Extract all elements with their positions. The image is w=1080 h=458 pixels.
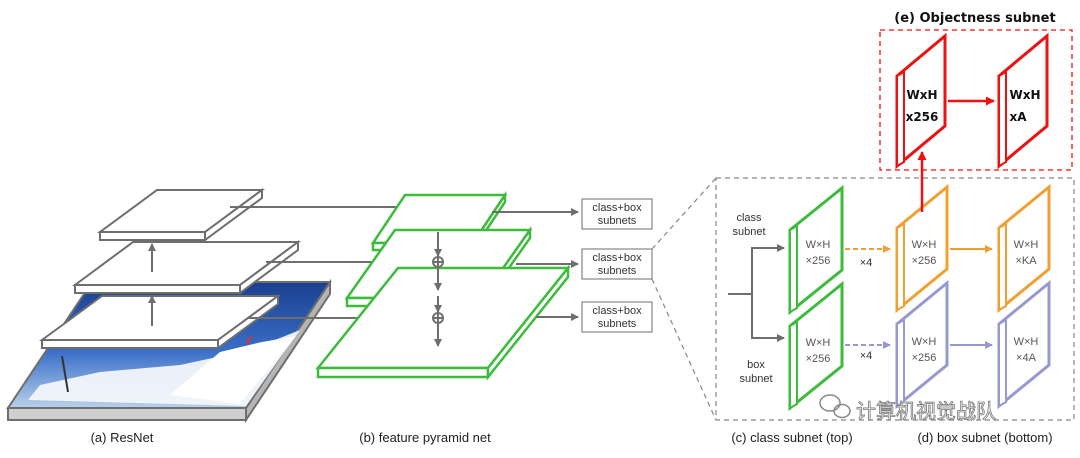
red-pole [245, 335, 253, 345]
box-mid-map-wh: W×H [912, 336, 937, 348]
objectness-out-wh: WxH [1009, 88, 1040, 102]
objectness-title: (e) Objectness subnet [894, 11, 1055, 26]
box-out-map-4a: ×4A [1016, 352, 1037, 364]
box-subnet-feature-map: W×H ×256 [788, 280, 844, 412]
top-down-pathway [432, 232, 444, 347]
subnet-box-1-line1: class+box [592, 202, 642, 214]
fpn-output-arrows [492, 208, 579, 321]
class-mid-map-wh: W×H [912, 239, 937, 251]
resnet-image-slab-side [7, 407, 247, 421]
subnet-box-2: class+box subnets [581, 248, 653, 280]
objectness-input-map: WxH x256 [895, 32, 947, 170]
objectness-map-c256: x256 [906, 110, 939, 124]
objectness-map-wh: WxH [906, 88, 937, 102]
box-map-wh: W×H [806, 337, 831, 349]
class-x4-label: ×4 [860, 257, 873, 269]
caption-fpn: (b) feature pyramid net [359, 430, 491, 445]
class-subnet-mid-map: W×H ×256 [895, 183, 949, 314]
objectness-subnet-panel [879, 29, 1073, 171]
class-out-map-wh: W×H [1014, 239, 1039, 251]
resnet-layer-2 [71, 241, 302, 286]
subnet-box-1: class+box subnets [581, 198, 653, 230]
caption-class-subnet: (c) class subnet (top) [731, 430, 852, 445]
subnet-box-3-line2: subnets [598, 318, 637, 330]
box-out-map-wh: W×H [1014, 336, 1039, 348]
box-subnet-label-1: box [747, 359, 765, 371]
box-map-c256: ×256 [806, 353, 831, 365]
class-map-wh: W×H [806, 239, 831, 251]
objectness-output-map: WxH xA [997, 32, 1049, 170]
box-subnet-mid-map: W×H ×256 [895, 279, 949, 410]
class-subnet-label-2: subnet [732, 226, 765, 238]
wechat-icon [819, 394, 851, 419]
input-branch [728, 244, 785, 342]
subnet-detail-panel [715, 177, 1075, 421]
caption-box-subnet: (d) box subnet (bottom) [917, 430, 1052, 445]
class-out-map-ka: ×KA [1015, 255, 1037, 267]
watermark-text: 计算机视觉战队 [856, 399, 996, 423]
class-subnet-label-1: class [736, 212, 762, 224]
subnet-box-3-line1: class+box [592, 305, 642, 317]
subnet-box-2-line1: class+box [592, 252, 642, 264]
box-subnet-output-map: W×H ×4A [997, 279, 1051, 410]
class-subnet-output-map: W×H ×KA [997, 183, 1051, 314]
subnet-box-3: class+box subnets [581, 301, 653, 333]
caption-resnet: (a) ResNet [91, 430, 154, 445]
subnet-box-2-line2: subnets [598, 265, 637, 277]
watermark: 计算机视觉战队 [819, 394, 996, 423]
snow-mound [170, 336, 296, 404]
feature-pyramid-net [315, 190, 571, 381]
box-x4-label: ×4 [860, 350, 873, 362]
box-subnet-label-2: subnet [739, 373, 772, 385]
resnet-backbone [6, 188, 332, 424]
skier-pole [61, 355, 69, 393]
objectness-out-a: xA [1009, 110, 1027, 124]
box-mid-map-c256: ×256 [912, 352, 937, 364]
zoom-lines [651, 177, 717, 421]
class-subnet-feature-map: W×H ×256 [788, 184, 844, 316]
subnet-box-1-line2: subnets [598, 215, 637, 227]
class-map-c256: ×256 [806, 255, 831, 267]
class-mid-map-c256: ×256 [912, 255, 937, 267]
